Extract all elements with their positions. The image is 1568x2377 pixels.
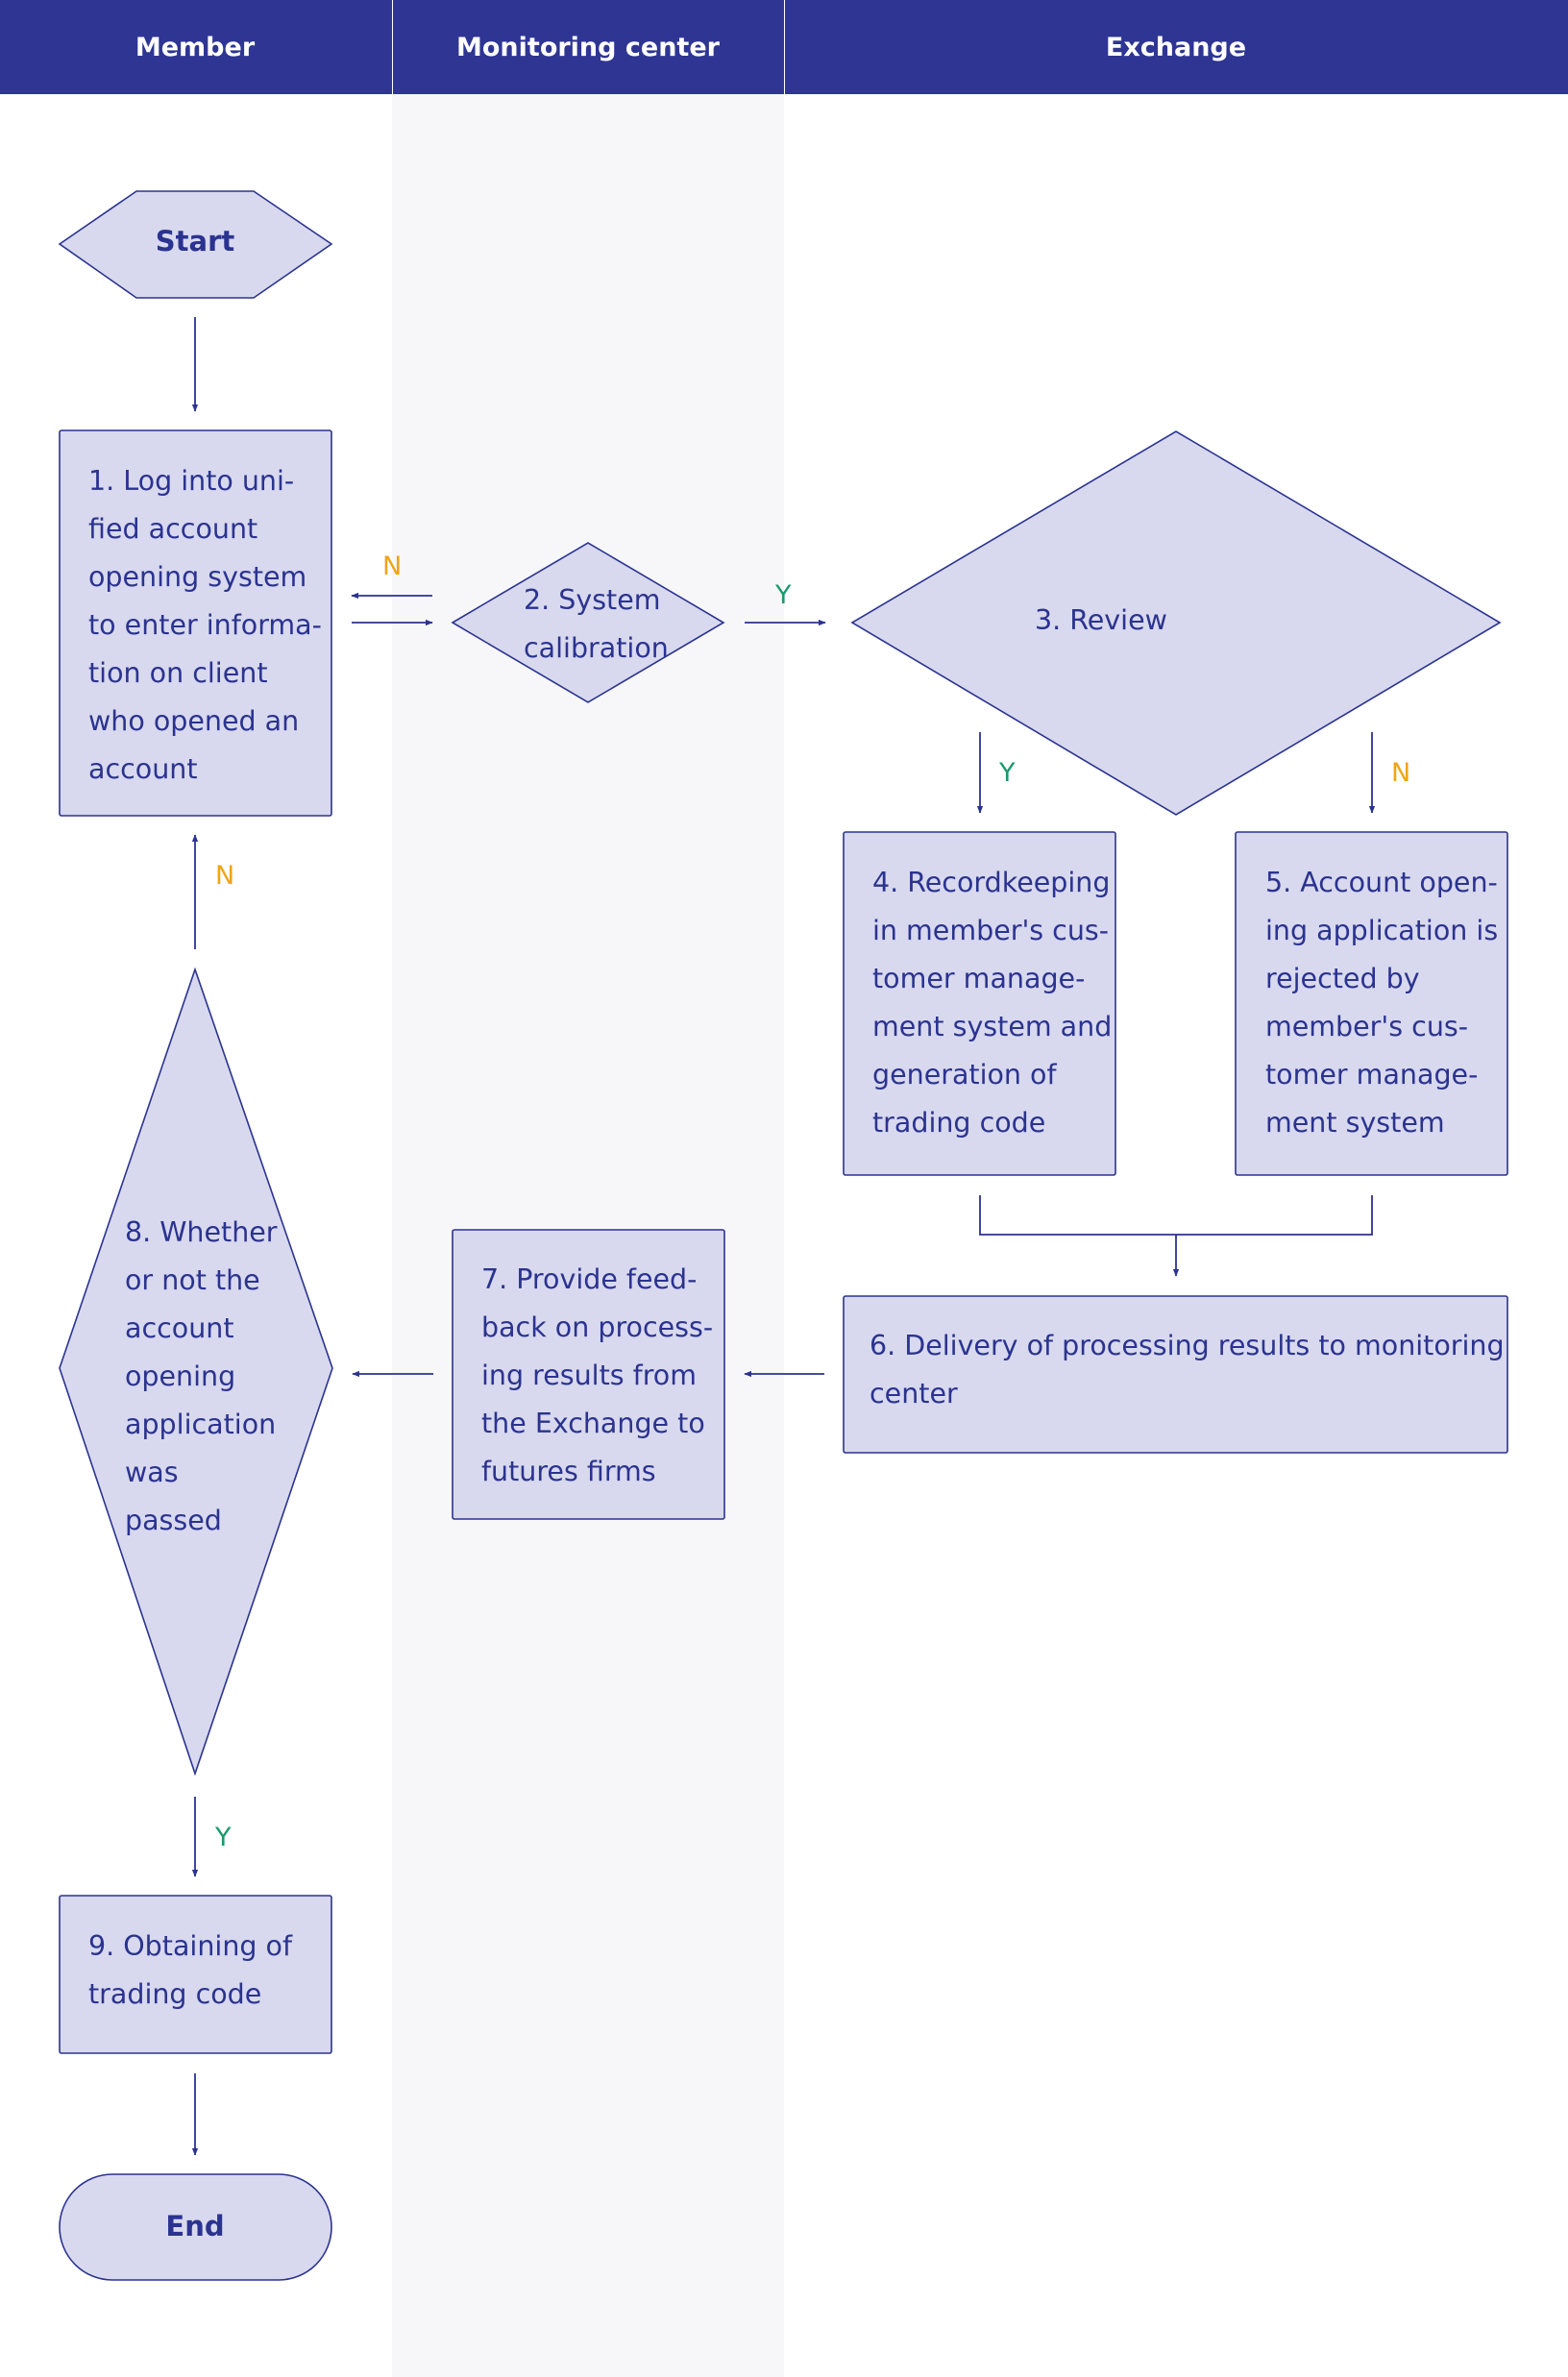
step4-line: ment system and — [872, 1011, 1112, 1042]
step8-line: application — [125, 1409, 276, 1440]
step8-diamond — [59, 967, 333, 1777]
step4-line: in member's cus- — [872, 915, 1109, 946]
lane-title-exchange: Exchange — [1106, 33, 1246, 62]
step7-line: ing results from — [481, 1360, 697, 1391]
step3-diamond — [850, 430, 1502, 816]
bracket-step4-step5 — [979, 1195, 1373, 1236]
step5-line: member's cus- — [1265, 1011, 1468, 1042]
step4-line: tomer manage- — [872, 963, 1085, 994]
step2-line: calibration — [524, 632, 669, 664]
step9-line: trading code — [88, 1978, 261, 2010]
step8-line: 8. Whether — [125, 1216, 278, 1248]
step6-box — [843, 1295, 1508, 1454]
step7-line: back on process- — [481, 1311, 713, 1343]
step5-line: ment system — [1265, 1107, 1445, 1139]
step8-line: account — [125, 1312, 234, 1344]
step4-line: 4. Recordkeeping — [872, 867, 1110, 898]
label-step3-yes: Y — [998, 758, 1016, 788]
step4-label: 4. Recordkeeping in member's cus- tomer … — [872, 867, 1120, 1139]
step4-line: trading code — [872, 1107, 1045, 1139]
step1-line: fied account — [88, 513, 257, 545]
label-step2-yes: Y — [774, 580, 792, 610]
step5-label: 5. Account open- ing application is reje… — [1265, 867, 1507, 1139]
lane-header: Member Monitoring center Exchange — [0, 0, 1568, 94]
end-label: End — [165, 2210, 224, 2242]
end-node — [59, 2173, 332, 2281]
lane-title-monitoring: Monitoring center — [456, 33, 721, 62]
step1-line: tion on client — [88, 657, 268, 689]
step5-line: tomer manage- — [1265, 1059, 1478, 1090]
connectors — [191, 317, 1376, 2156]
step5-line: 5. Account open- — [1265, 867, 1498, 898]
step9-box — [59, 1895, 332, 2054]
step8-line: opening — [125, 1360, 235, 1392]
lane-header-monitoring — [393, 0, 784, 94]
step7-label: 7. Provide feed- back on process- ing re… — [481, 1263, 722, 1487]
step4-box — [843, 831, 1116, 1176]
step8-line: was — [125, 1457, 179, 1488]
step5-line: ing application is — [1265, 915, 1498, 946]
step9-label: 9. Obtaining of trading code — [88, 1930, 301, 2010]
start-label: Start — [156, 225, 235, 257]
step7-line: futures firms — [481, 1456, 656, 1487]
step1-label: 1. Log into uni- fied account opening sy… — [88, 465, 331, 785]
step3-label: 3. Review — [1035, 604, 1167, 636]
label-step8-no: N — [215, 861, 234, 891]
lane-header-member — [0, 0, 392, 94]
step8-line: or not the — [125, 1264, 260, 1296]
step8-line: passed — [125, 1505, 222, 1536]
start-node — [58, 190, 333, 299]
step1-line: 1. Log into uni- — [88, 465, 294, 497]
step1-line: to enter informa- — [88, 609, 322, 641]
step7-box — [452, 1229, 725, 1520]
step7-line: 7. Provide feed- — [481, 1263, 697, 1295]
step1-line: account — [88, 753, 198, 785]
step2-line: 2. System — [524, 584, 661, 616]
step8-label: 8. Whether or not the account opening ap… — [125, 1216, 286, 1536]
step1-line: who opened an — [88, 705, 299, 737]
step6-line: center — [870, 1378, 958, 1409]
step5-box — [1235, 831, 1508, 1176]
step5-line: rejected by — [1265, 963, 1420, 994]
step2-diamond — [451, 542, 725, 703]
step9-line: 9. Obtaining of — [88, 1930, 293, 1962]
label-step8-yes: Y — [214, 1823, 232, 1852]
lane-header-exchange — [785, 0, 1568, 94]
label-step2-no: N — [382, 551, 402, 581]
step6-label: 6. Delivery of processing results to mon… — [870, 1330, 1513, 1409]
step4-line: generation of — [872, 1059, 1057, 1090]
step2-label: 2. System calibration — [524, 584, 670, 664]
lane-title-member: Member — [135, 33, 256, 62]
step6-line: 6. Delivery of processing results to mon… — [870, 1330, 1505, 1361]
step1-line: opening system — [88, 561, 306, 593]
label-step3-no: N — [1391, 758, 1410, 788]
step1-box — [59, 429, 332, 817]
step7-line: the Exchange to — [481, 1408, 705, 1439]
